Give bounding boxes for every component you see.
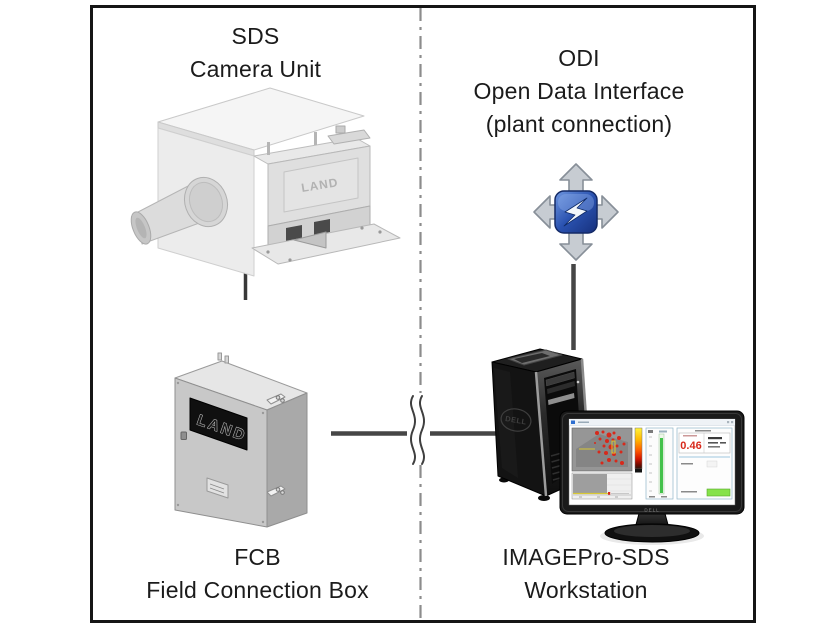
sds-label-line1: SDS [231,23,280,49]
screen-colorbar [634,427,643,473]
connector-break-icon [410,395,425,465]
imagepro-sds-software-ui: 0.46 [569,419,735,500]
fcb-label-line1: FCB [234,544,281,570]
odi-exchange-icon [533,163,619,261]
tower-brand-badge: DELL [500,408,532,432]
screen-app-icon [571,420,575,424]
screen-measure-roi [611,440,616,454]
fcb-label: FCB Field Connection Box [92,541,423,607]
workstation-label-line2: Workstation [524,577,648,603]
screen-green-level-bar [660,438,663,493]
screen-gauge-panel [645,427,674,500]
tower-brand-text: DELL [505,414,528,427]
odi-label-line1: ODI [558,45,600,71]
screen-reading-value: 0.46 [680,440,701,452]
workstation-label-line1: IMAGEPro-SDS [502,544,670,570]
sds-camera-graphic: LAND [130,87,401,277]
fcb-rating-label [206,477,229,499]
workstation-label: IMAGEPro-SDS Workstation [421,541,751,607]
arrow-down-icon [559,229,593,261]
fcb-side-face [266,392,308,528]
odi-label-line2: Open Data Interface [473,78,685,104]
odi-label: ODI Open Data Interface (plant connectio… [421,42,737,141]
sds-label-line2: Camera Unit [189,56,322,82]
tower-drive-bay [545,371,575,387]
monitor-brand-text: DELL [644,508,659,513]
sds-label: SDS Camera Unit [90,20,421,86]
screen-trend-panel [571,472,633,500]
screen-thermal-view [571,427,633,472]
arrow-up-icon [559,163,593,195]
fcb-brand-window [189,397,248,451]
fcb-graphic: LAND [174,352,308,528]
fcb-label-line2: Field Connection Box [146,577,369,603]
odi-label-line3: (plant connection) [485,111,673,137]
outer-frame [90,5,756,623]
tower-power-button [576,380,580,384]
sync-bolt-icon [563,197,588,227]
tower-optical-drive [548,393,575,405]
screen-titlebar [569,419,735,426]
screen-readout-panel: 0.46 [676,427,733,500]
camera-brand-text: LAND [300,175,339,195]
screen-status-green-bar [706,488,731,497]
fcb-lock [180,431,187,440]
workstation-monitor-graphic: DELL [559,410,745,545]
